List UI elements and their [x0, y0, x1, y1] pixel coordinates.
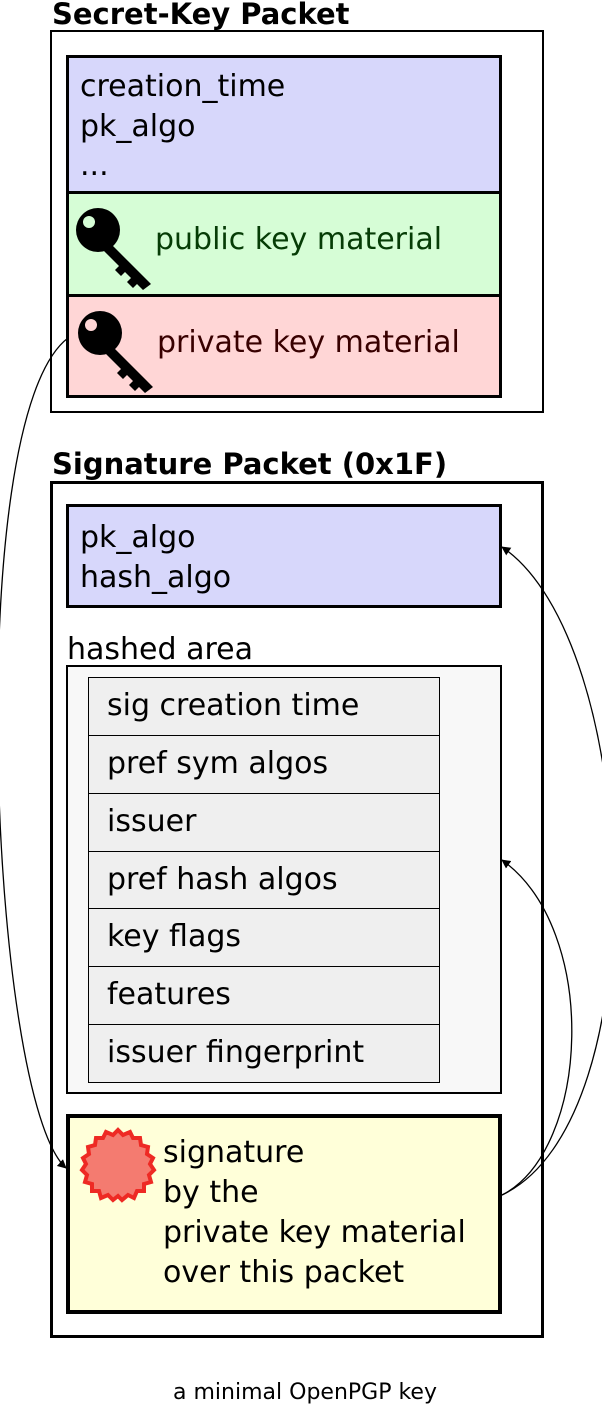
signature-line-3: private key material [163, 1215, 466, 1250]
signature-meta-block: pk_algo hash_algo [66, 504, 502, 608]
key-icon [71, 204, 157, 290]
signature-line-2: by the [163, 1175, 259, 1210]
subpacket-issuer-fingerprint: issuer fingerprint [88, 1024, 440, 1083]
meta-line-creation-time: creation_time [80, 69, 286, 104]
subpacket-key-flags: key flags [88, 908, 440, 967]
signature-block: signature by the private key material ov… [66, 1114, 502, 1314]
meta-line-ellipsis: ... [80, 148, 109, 183]
subpacket-sig-creation-time: sig creation time [88, 677, 440, 736]
public-key-material-block: public key material [66, 191, 502, 297]
subpacket-issuer: issuer [88, 793, 440, 852]
meta-line-hash-algo: hash_algo [80, 560, 232, 595]
signature-line-4: over this packet [163, 1255, 405, 1290]
hashed-area-label: hashed area [67, 632, 253, 667]
signature-line-1: signature [163, 1135, 305, 1170]
subpacket-pref-sym-algos: pref sym algos [88, 735, 440, 794]
meta-line-pk-algo: pk_algo [80, 520, 196, 555]
seal-icon [78, 1126, 158, 1206]
private-key-material-label: private key material [157, 325, 460, 360]
subpacket-features: features [88, 966, 440, 1025]
signature-packet-title: Signature Packet (0x1F) [52, 447, 448, 481]
private-key-material-block: private key material [66, 294, 502, 398]
secret-key-packet-title: Secret-Key Packet [52, 0, 350, 31]
meta-line-pk-algo: pk_algo [80, 109, 196, 144]
diagram-caption: a minimal OpenPGP key [173, 1380, 437, 1405]
public-key-material-label: public key material [155, 222, 443, 257]
secret-key-meta-block: creation_time pk_algo ... [66, 55, 502, 194]
key-icon [73, 307, 159, 393]
subpacket-pref-hash-algos: pref hash algos [88, 851, 440, 910]
